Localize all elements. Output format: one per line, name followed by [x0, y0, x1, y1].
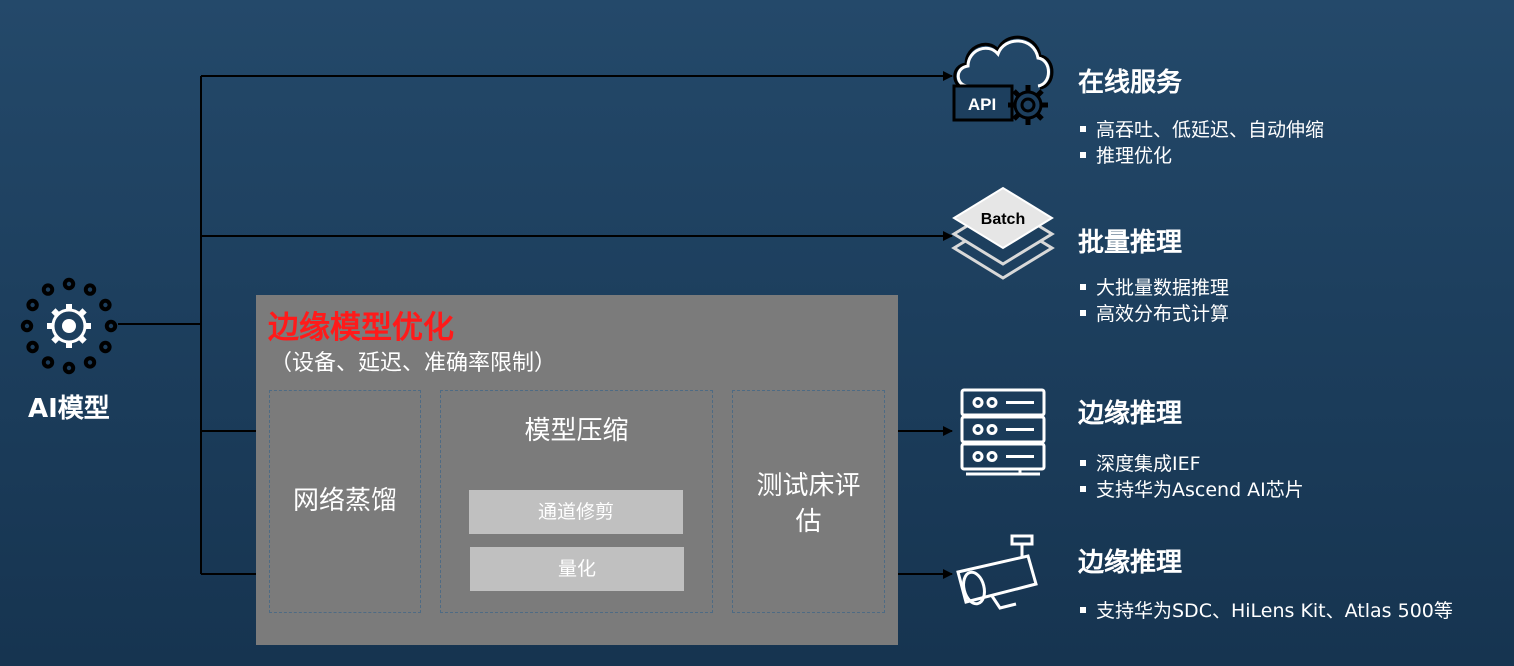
bullet-item: 大批量数据推理 — [1080, 275, 1229, 301]
edge-optimization-title: 边缘模型优化 — [268, 310, 454, 346]
channel-pruning-item: 通道修剪 — [469, 490, 683, 534]
ring-dot — [62, 277, 76, 291]
server-rack-icon — [960, 388, 1046, 476]
batch-icon-text: Batch — [981, 211, 1025, 228]
edge-inference-server-bullets: 深度集成IEF 支持华为Ascend AI芯片 — [1080, 451, 1304, 503]
bullet-item: 高吞吐、低延迟、自动伸缩 — [1080, 117, 1324, 143]
edge-optimization-subtitle: （设备、延迟、准确率限制） — [270, 351, 557, 376]
ai-model-label: AI模型 — [28, 394, 110, 424]
edge-inference-server-title: 边缘推理 — [1078, 399, 1183, 429]
batch-inference-bullets: 大批量数据推理 高效分布式计算 — [1080, 275, 1229, 327]
cloud-api-gear-icon: API — [952, 35, 1054, 125]
bullet-item: 支持华为Ascend AI芯片 — [1080, 477, 1304, 503]
online-service-title: 在线服务 — [1078, 68, 1183, 98]
distillation-label: 网络蒸馏 — [292, 486, 397, 516]
compression-stage: 模型压缩 通道修剪 量化 — [440, 390, 713, 613]
edge-inference-camera-bullets: 支持华为SDC、HiLens Kit、Atlas 500等 — [1080, 598, 1453, 624]
edge-inference-camera-title: 边缘推理 — [1078, 548, 1183, 578]
batch-layers-icon: Batch — [951, 186, 1055, 280]
testbed-label-line1: 测试床评 — [756, 471, 861, 501]
testbed-stage: 测试床评 估 — [732, 390, 885, 613]
bullet-item: 推理优化 — [1080, 143, 1324, 169]
compression-label: 模型压缩 — [524, 416, 629, 446]
ring-dot — [41, 283, 55, 296]
bullet-item: 深度集成IEF — [1080, 451, 1304, 477]
batch-inference-title: 批量推理 — [1078, 228, 1183, 258]
quantization-item: 量化 — [470, 547, 684, 591]
online-service-bullets: 高吞吐、低延迟、自动伸缩 推理优化 — [1080, 117, 1324, 169]
ring-dot — [99, 298, 112, 312]
gear-ring-icon — [20, 277, 118, 375]
ring-dot — [20, 319, 34, 333]
ring-dot — [83, 356, 97, 369]
distillation-stage: 网络蒸馏 — [269, 390, 421, 613]
bullet-item: 支持华为SDC、HiLens Kit、Atlas 500等 — [1080, 598, 1453, 624]
ring-dot — [26, 340, 39, 354]
camera-icon — [956, 534, 1038, 610]
ring-dot — [41, 356, 55, 369]
ring-dot — [83, 283, 97, 296]
ring-dot — [104, 319, 118, 333]
ring-dot — [62, 361, 76, 375]
testbed-label-line2: 估 — [795, 507, 822, 537]
cloud-api-icon-text: API — [968, 95, 996, 114]
bullet-item: 高效分布式计算 — [1080, 301, 1229, 327]
ring-dot — [26, 298, 39, 312]
ring-dot — [99, 340, 112, 354]
